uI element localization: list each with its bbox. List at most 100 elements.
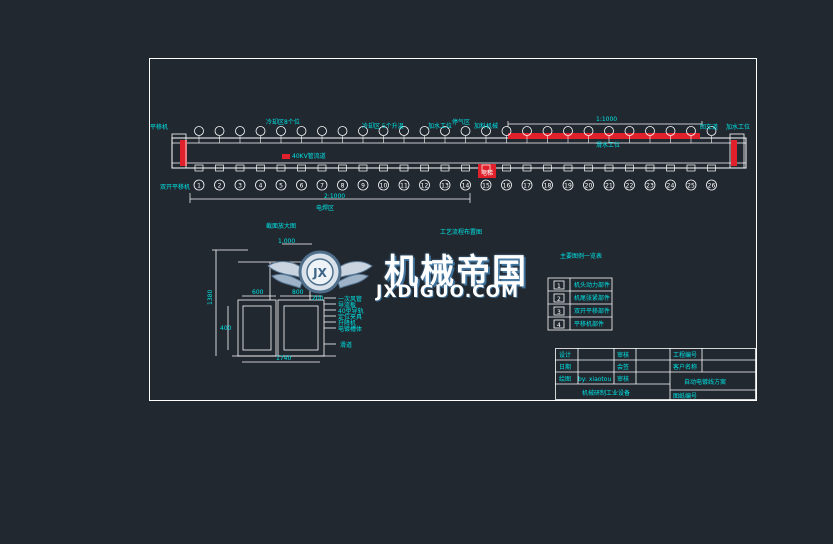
- tb-r1-4: 工程编号: [673, 351, 697, 359]
- station-number-circle: [378, 179, 389, 191]
- station-number: 5: [279, 183, 283, 190]
- section-dim-b: 800: [292, 289, 304, 296]
- watermark: 机械帝国 JXDIGUO.COM: [268, 244, 568, 306]
- legend-text-1: 机头动力部件: [574, 281, 610, 289]
- station-number-circle: [501, 179, 512, 191]
- station-number: 18: [544, 183, 552, 190]
- bottom-station-tank: [194, 164, 204, 172]
- tb-project: 自动电镀线方案: [684, 378, 726, 386]
- station-number-circle: [419, 179, 430, 191]
- tb-r2-4: 客户名称: [673, 363, 697, 371]
- bottom-station-tank: [256, 164, 265, 172]
- bottom-station-tank: [420, 164, 429, 172]
- station-number: 6: [300, 183, 304, 190]
- station-number-circle: [583, 179, 594, 191]
- tb-r3-2: 审核: [617, 375, 629, 383]
- watermark-brand-en: JXDIGUO.COM: [376, 282, 520, 302]
- top-station-marker: [399, 126, 409, 136]
- station-number: 7: [320, 183, 324, 190]
- legend-sym-2: 2: [557, 296, 561, 303]
- station-number-circle: [685, 179, 697, 191]
- top-station-marker: [337, 126, 348, 136]
- top-station-marker: [317, 126, 327, 136]
- callout-6: 电镀槽体: [338, 325, 362, 333]
- top-station-marker: [501, 126, 512, 136]
- legend: 主要图例一览表 1 2 3 4 机头动力部件 机尾张紧部件 双开平移部件 平移机…: [547, 252, 613, 331]
- station-number-circle: [460, 179, 471, 191]
- bottom-station-tank: [584, 164, 593, 172]
- station-number: 21: [605, 183, 613, 190]
- legend-text-2: 机尾张紧部件: [574, 294, 610, 302]
- station-number-circle: [480, 179, 492, 191]
- station-number-circle: [214, 179, 225, 191]
- left-end-red: [180, 140, 187, 166]
- bottom-station-tank: [440, 164, 450, 172]
- bottom-station-tank: [317, 164, 327, 172]
- station-number: 20: [585, 183, 593, 190]
- legend-title: 主要图例一览表: [560, 252, 602, 260]
- legend-sym-1: 1: [557, 283, 561, 290]
- station-number: 15: [482, 183, 490, 190]
- station-number: 10: [380, 183, 388, 190]
- label-right-small: 加料机械: [474, 122, 498, 130]
- label-bottom-left: 双开平移机: [160, 183, 190, 191]
- label-mid-small: 加水工位: [428, 122, 452, 130]
- top-station-marker: [358, 126, 368, 136]
- station-number-circle: [439, 179, 451, 191]
- label-span-top: 1:1000: [596, 116, 617, 123]
- bottom-station-tank: [563, 164, 573, 172]
- label-right-end2: 加水工位: [726, 123, 750, 131]
- bottom-station-tank: [399, 164, 409, 172]
- station-number: 24: [667, 183, 675, 190]
- bottom-station-tank: [358, 164, 368, 172]
- section-dim-bottom: 1740: [276, 355, 291, 362]
- station-number-circle: [275, 179, 287, 191]
- callout-3: 40型导轨: [338, 307, 364, 315]
- section-title: 截面放大图: [266, 222, 296, 230]
- bottom-station-tank: [522, 164, 532, 172]
- tb-r2-0: 日期: [559, 363, 571, 371]
- top-station-marker: [624, 126, 635, 136]
- top-station-marker: [583, 126, 594, 136]
- legend-text-4: 平移机部件: [574, 320, 604, 328]
- station-number: 13: [441, 183, 449, 190]
- label-right-end1: 回车道: [700, 123, 718, 131]
- bottom-station-tank: [461, 164, 470, 172]
- bottom-station-tank: [543, 164, 552, 172]
- top-station-marker: [522, 126, 532, 136]
- section-dim-left: 1380: [207, 290, 214, 305]
- label-left-group: 冷却区8个位: [266, 118, 300, 126]
- legend-sym-4: 4: [557, 322, 561, 329]
- top-station-marker: [645, 126, 655, 136]
- bottom-station-tank: [707, 164, 716, 172]
- section-view: [212, 243, 336, 363]
- section-dim-top: 1.000: [278, 238, 295, 245]
- callout-2: 导流板: [338, 301, 356, 309]
- mid-red-marker: [282, 154, 290, 159]
- top-station-marker: [296, 126, 307, 136]
- station-number: 3: [238, 183, 242, 190]
- drawing-frame: [149, 58, 757, 401]
- top-station-marker: [378, 126, 389, 136]
- station-number-circle: [193, 179, 205, 191]
- station-number: 4: [259, 183, 263, 190]
- top-station-marker: [460, 126, 471, 136]
- tb-sub: 机械研制工业设备: [582, 389, 630, 397]
- station-number-circle: [624, 179, 635, 191]
- legend-sym-3: 3: [557, 309, 561, 316]
- station-number-circle: [398, 179, 410, 191]
- bottom-station-tank: [686, 164, 696, 172]
- tb-r1-0: 设计: [559, 351, 571, 359]
- watermark-brand-cn: 机械帝国: [384, 252, 528, 292]
- tb-r3-0: 绘图: [559, 375, 571, 383]
- title-block: [555, 348, 756, 400]
- bottom-station-tank: [502, 164, 511, 172]
- bottom-station-tank: [215, 164, 224, 172]
- callout-7: 滑道: [340, 341, 352, 349]
- station-number: 25: [687, 183, 695, 190]
- station-number: 19: [564, 183, 572, 190]
- emblem-text: JX: [312, 266, 327, 280]
- bottom-station-tank: [338, 164, 347, 172]
- top-station-marker: [604, 126, 614, 136]
